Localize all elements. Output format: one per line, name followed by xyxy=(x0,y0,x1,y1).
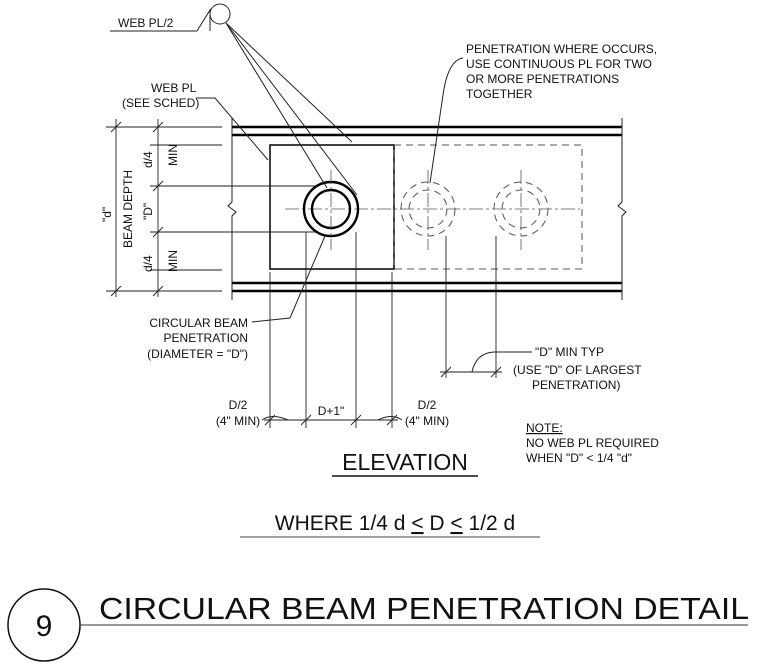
note-line-1: NO WEB PL REQUIRED xyxy=(526,436,659,450)
d4-top-label: d/4 xyxy=(141,151,155,168)
four-in-min-right: (4" MIN) xyxy=(405,414,449,428)
note-title: NOTE: xyxy=(526,421,563,435)
leaders xyxy=(110,3,464,323)
beam-elevation xyxy=(227,118,627,300)
d2-left-label: D/2 xyxy=(229,398,248,412)
beam-depth-label: BEAM DEPTH xyxy=(121,170,135,248)
penetration-note-line-4: TOGETHER xyxy=(466,87,533,101)
largest-pen-line-2: PENETRATION) xyxy=(532,378,620,392)
tick-h3 xyxy=(350,414,362,426)
d-quoted-label: "d" xyxy=(100,207,114,222)
web-plate xyxy=(269,144,395,270)
where-prefix: WHERE 1/4 d xyxy=(275,512,412,535)
d2-right-leader xyxy=(377,416,403,421)
web-pl-label: WEB PL xyxy=(151,81,197,95)
horizontal-dimensions xyxy=(261,232,532,428)
where-less-than-2: < xyxy=(450,512,462,535)
continuous-plate-dashed xyxy=(393,144,583,270)
tick-h2 xyxy=(300,414,312,426)
tick-h6 xyxy=(490,366,502,378)
tick-bd-bottom xyxy=(110,285,122,297)
penetration-note-line-3: OR MORE PENETRATIONS xyxy=(466,72,619,86)
tick-s3 xyxy=(152,226,164,238)
penetration-note-line-2: USE CONTINUOUS PL FOR TWO xyxy=(466,57,652,71)
penetration-note-line-1: PENETRATION WHERE OCCURS, xyxy=(466,42,657,56)
circular-penetration-line-2: PENETRATION xyxy=(164,331,248,345)
largest-pen-line-1: (USE "D" OF LARGEST xyxy=(513,363,642,377)
tick-s2 xyxy=(152,180,164,192)
four-in-min-left: (4" MIN) xyxy=(216,414,260,428)
web-pl-leader xyxy=(196,97,269,161)
detail-title: CIRCULAR BEAM PENETRATION DETAIL xyxy=(99,591,749,626)
web-pl-half-callout-circle xyxy=(209,3,231,25)
titles: ELEVATION WHERE 1/4 d < D < 1/2 d 9 CIRC… xyxy=(7,449,749,662)
where-condition: WHERE 1/4 d < D < 1/2 d xyxy=(275,512,515,535)
d-plus-one-label: D+1" xyxy=(318,404,345,418)
annotations: WEB PL/2 WEB PL (SEE SCHED) PENETRATION … xyxy=(100,16,659,465)
detail-number: 9 xyxy=(36,610,53,643)
tick-bd-top xyxy=(110,121,122,133)
note-line-2: WHEN "D" < 1/4 "d" xyxy=(526,451,632,465)
d2-left-leader xyxy=(261,416,289,421)
web-pl-half-leader-a xyxy=(225,22,328,189)
elevation-title: ELEVATION xyxy=(342,449,468,475)
d-min-typ-label: "D" MIN TYP xyxy=(535,345,604,359)
tick-h5 xyxy=(440,366,452,378)
penetration-note-leader xyxy=(429,57,464,184)
min-top-label: MIN xyxy=(166,144,180,166)
vertical-dimensions xyxy=(106,119,315,297)
D-quoted-label: "D" xyxy=(141,203,155,220)
web-plate-group xyxy=(269,144,583,270)
d4-bottom-label: d/4 xyxy=(141,255,155,272)
break-line-right xyxy=(617,118,627,300)
tick-s1 xyxy=(152,121,164,133)
web-pl-half-flag xyxy=(196,8,211,32)
web-pl-half-leader-c xyxy=(225,22,353,143)
d2-right-label: D/2 xyxy=(418,398,437,412)
web-pl-half-label: WEB PL/2 xyxy=(118,16,174,30)
tick-s4 xyxy=(152,285,164,297)
break-line-left xyxy=(227,118,237,300)
where-suffix: 1/2 d xyxy=(463,512,516,535)
circular-penetration-leader xyxy=(251,235,326,323)
web-pl-half-leader-b xyxy=(225,22,358,196)
circular-penetration-line-1: CIRCULAR BEAM xyxy=(149,316,248,330)
circular-penetration-line-3: (DIAMETER = "D") xyxy=(147,347,248,361)
where-less-than-1: < xyxy=(411,512,423,535)
d-min-typ-leader xyxy=(471,351,532,373)
where-mid: D xyxy=(424,512,451,535)
min-bottom-label: MIN xyxy=(166,250,180,272)
see-sched-label: (SEE SCHED) xyxy=(122,96,199,110)
